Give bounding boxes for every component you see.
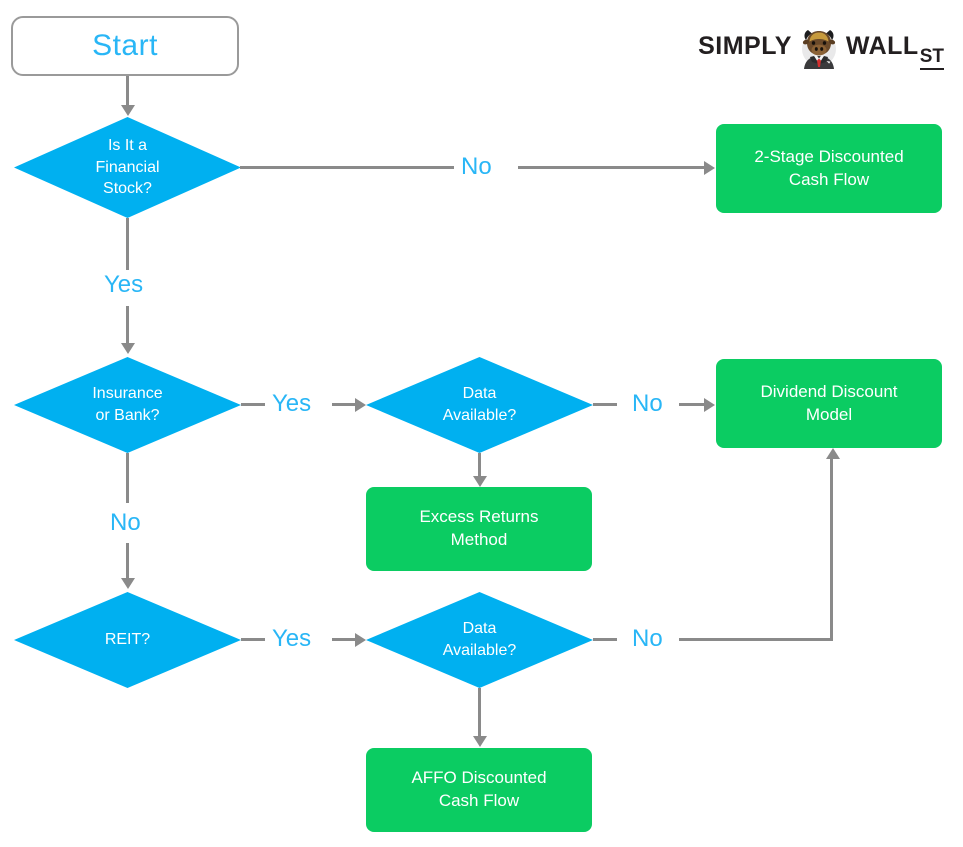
logo-word-simply: SIMPLY (698, 31, 792, 60)
node-start-label: Start (92, 29, 158, 62)
node-is-financial-stock[interactable]: Is It a Financial Stock? (14, 117, 241, 218)
node-is-financial-stock-label: Is It a Financial Stock? (95, 137, 160, 198)
connector-data2-no-left (593, 638, 617, 641)
node-data-available-top[interactable]: Data Available? (366, 357, 593, 453)
connector-insbank-no-upper (126, 453, 129, 503)
connector-reit-yes-right (332, 638, 356, 641)
arrowhead-data2-no-to-ddm (825, 448, 840, 459)
edge-label-insbank-yes: Yes (272, 390, 312, 417)
connector-financial-no-right (518, 166, 705, 169)
connector-start-to-financial (126, 76, 129, 106)
node-reit-label: REIT? (104, 631, 151, 649)
connector-financial-no-left (240, 166, 454, 169)
edge-label-financial-no: No (461, 153, 492, 180)
node-data-available-bottom[interactable]: Data Available? (366, 592, 593, 688)
connector-data2-to-affo (478, 688, 481, 736)
node-excess-returns-method-label: Excess Returns Method (419, 507, 539, 549)
node-affo-dcf[interactable]: AFFO Discounted Cash Flow (366, 748, 592, 832)
node-affo-dcf-label: AFFO Discounted Cash Flow (411, 768, 547, 810)
arrowhead-data1-no (704, 397, 715, 412)
logo-word-st: ST (919, 47, 944, 70)
connector-insbank-yes-left (241, 403, 265, 406)
arrowhead-insbank-yes (355, 397, 366, 412)
arrowhead-data1-to-excess (472, 476, 487, 487)
edge-label-insbank-no: No (110, 509, 141, 536)
arrowhead-financial-no (704, 160, 715, 175)
connector-financial-yes-lower (126, 306, 129, 344)
connector-data1-no-right (679, 403, 705, 406)
node-reit[interactable]: REIT? (14, 592, 241, 688)
edge-label-reit-yes: Yes (272, 625, 312, 652)
connector-data1-to-excess (478, 453, 481, 477)
arrowhead-insbank-no (120, 578, 135, 589)
arrowhead-start-to-financial (120, 105, 135, 116)
node-data-available-top-label: Data Available? (442, 385, 517, 424)
node-2-stage-dcf[interactable]: 2-Stage Discounted Cash Flow (716, 124, 942, 213)
node-excess-returns-method[interactable]: Excess Returns Method (366, 487, 592, 571)
connector-data1-no-left (593, 403, 617, 406)
connector-insbank-yes-right (332, 403, 356, 406)
edge-label-data2-no: No (632, 625, 663, 652)
bull-in-suit-icon (795, 22, 843, 70)
node-insurance-or-bank-label: Insurance or Bank? (92, 385, 163, 424)
node-dividend-discount-model-label: Dividend Discount Model (760, 381, 898, 424)
edge-label-data1-no: No (632, 390, 663, 417)
connector-data2-no-right (679, 638, 833, 641)
node-2-stage-dcf-label: 2-Stage Discounted Cash Flow (754, 146, 904, 189)
connector-financial-yes-upper (126, 218, 129, 270)
connector-reit-yes-left (241, 638, 265, 641)
arrowhead-financial-yes (120, 343, 135, 354)
arrowhead-reit-yes (355, 632, 366, 647)
node-start[interactable]: Start (11, 16, 239, 76)
simply-wall-st-logo: SIMPLY (698, 22, 944, 70)
edge-label-financial-yes: Yes (104, 271, 144, 298)
connector-data2-no-riser (830, 459, 833, 641)
arrowhead-data2-to-affo (472, 736, 487, 747)
node-data-available-bottom-label: Data Available? (442, 620, 517, 659)
logo-word-wall: WALL (845, 31, 919, 60)
connector-insbank-no-lower (126, 543, 129, 579)
node-insurance-or-bank[interactable]: Insurance or Bank? (14, 357, 241, 453)
node-dividend-discount-model[interactable]: Dividend Discount Model (716, 359, 942, 448)
